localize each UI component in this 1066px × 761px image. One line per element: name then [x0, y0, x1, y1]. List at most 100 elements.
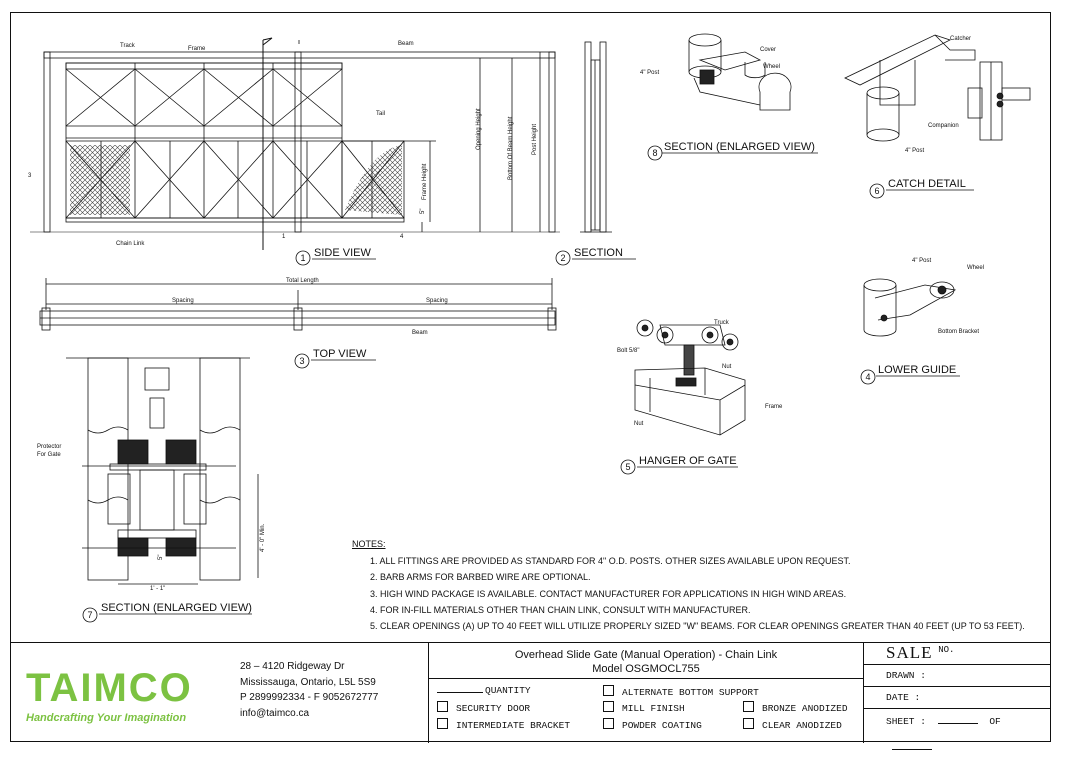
- top-view-drawing: [39, 278, 557, 331]
- company-address: 28 – 4120 Ridgeway Dr Mississauga, Ontar…: [240, 659, 378, 721]
- protector-label: Protector: [37, 444, 61, 450]
- address-line-2: Mississauga, Ontario, L5L 5S9: [240, 676, 376, 688]
- cover-label: Cover: [760, 47, 776, 53]
- wheel-label-4: Wheel: [967, 265, 984, 271]
- spacing-left-label: Spacing: [172, 298, 194, 304]
- frame-height-label: Frame Height: [422, 163, 428, 200]
- note-item: 3. HIGH WIND PACKAGE IS AVAILABLE. CONTA…: [370, 588, 847, 599]
- post-label-6: 4" Post: [905, 148, 924, 154]
- companion-label: Companion: [928, 123, 959, 129]
- alternate-bottom-support-checkbox[interactable]: ALTERNATE BOTTOM SUPPORT: [603, 685, 759, 698]
- powder-coating-checkbox[interactable]: POWDER COATING: [603, 718, 702, 731]
- svg-text:Handcrafting Your Imagination: Handcrafting Your Imagination: [26, 712, 186, 724]
- chain-link-label: Chain Link: [116, 241, 145, 247]
- drawing-canvas: Track Frame Beam Tail Opening Height Bot…: [28, 33, 1031, 623]
- section-8-title: SECTION (ENLARGED VIEW): [664, 141, 815, 153]
- svg-text:2: 2: [560, 253, 565, 263]
- nut-label-bottom: Nut: [634, 421, 644, 427]
- drawn-field[interactable]: DRAWN :: [864, 665, 1051, 687]
- svg-text:1: 1: [300, 253, 305, 263]
- notes-heading: NOTES:: [352, 539, 386, 549]
- ref-4-label: 4: [400, 234, 404, 240]
- address-line-1: 28 – 4120 Ridgeway Dr: [240, 661, 345, 672]
- top-view-title: TOP VIEW: [313, 348, 367, 360]
- drawing-model: Model OSGMOCL755: [592, 663, 700, 675]
- top-beam-label: Beam: [412, 330, 428, 336]
- lower-guide-title: LOWER GUIDE: [878, 364, 956, 376]
- width-dim-label: 1' - 1": [150, 586, 165, 592]
- catch-detail-title: CATCH DETAIL: [888, 178, 966, 190]
- sale-number-row: SALE NO.: [864, 643, 1051, 665]
- side-view-title: SIDE VIEW: [314, 247, 371, 259]
- svg-text:3: 3: [299, 356, 304, 366]
- hanger-drawing: [634, 319, 746, 436]
- hanger-title: HANGER OF GATE: [639, 455, 737, 467]
- company-logo: TAIMCO Handcrafting Your Imagination: [26, 663, 231, 725]
- hanger-number: 5: [620, 459, 636, 475]
- mill-finish-checkbox[interactable]: MILL FINISH: [603, 701, 685, 714]
- svg-text:8: 8: [652, 148, 657, 158]
- drawing-title: Overhead Slide Gate (Manual Operation) -…: [514, 649, 778, 661]
- bronze-anodized-checkbox[interactable]: BRONZE ANODIZED: [743, 701, 848, 714]
- opening-height-label: Opening Height: [476, 108, 482, 150]
- protector-label-2: For Gate: [37, 452, 61, 458]
- five-inch-dim-label: 5": [420, 209, 426, 214]
- beam-label: Beam: [398, 41, 414, 47]
- section-7-title: SECTION (ENLARGED VIEW): [101, 602, 252, 614]
- title-block-right: SALE NO. DRAWN : DATE : SHEET : OF: [864, 643, 1051, 750]
- section-8-drawing: [688, 33, 792, 111]
- frame-label: Frame: [188, 46, 206, 52]
- catch-detail-drawing: [844, 34, 1031, 142]
- note-item: 5. CLEAR OPENINGS (A) UP TO 40 FEET WILL…: [370, 621, 1025, 632]
- lower-guide-drawing: [863, 278, 957, 337]
- bottom-of-beam-height-label: Bottom Of Beam Height: [508, 116, 514, 180]
- truck-label: Truck: [714, 320, 730, 326]
- section-view-drawing: [580, 41, 612, 233]
- svg-text:7: 7: [87, 610, 92, 620]
- security-door-checkbox[interactable]: SECURITY DOOR: [437, 701, 530, 714]
- spacing-right-label: Spacing: [426, 298, 448, 304]
- note-item: 1. ALL FITTINGS ARE PROVIDED AS STANDARD…: [370, 556, 851, 567]
- drawing-title-box: Overhead Slide Gate (Manual Operation) -…: [429, 643, 863, 679]
- min-dim-label: 4' - 0" Min.: [260, 523, 266, 552]
- email-link[interactable]: info@taimco.ca: [240, 707, 310, 719]
- nut-label-top: Nut: [722, 364, 732, 370]
- section-8-number: 8: [647, 145, 663, 161]
- title-block-center: Overhead Slide Gate (Manual Operation) -…: [428, 643, 864, 743]
- post-label-4: 4" Post: [912, 258, 931, 264]
- svg-text:6: 6: [874, 186, 879, 196]
- section-title: SECTION: [574, 247, 623, 259]
- tail-label: Tail: [376, 111, 385, 117]
- svg-text:4: 4: [865, 372, 870, 382]
- frame-label-5: Frame: [765, 404, 783, 410]
- catch-detail-number: 6: [869, 183, 885, 199]
- note-item: 2. BARB ARMS FOR BARBED WIRE ARE OPTIONA…: [370, 572, 591, 583]
- quantity-field[interactable]: QUANTITY: [437, 685, 531, 696]
- bolt-label: Bolt 5/8": [617, 348, 639, 354]
- sheet-field[interactable]: SHEET : OF: [864, 709, 1051, 750]
- section-number: 2: [555, 250, 571, 266]
- svg-text:TAIMCO: TAIMCO: [26, 666, 193, 710]
- catcher-label: Catcher: [950, 36, 971, 42]
- notes-section: NOTES: 1. ALL FITTINGS ARE PROVIDED AS S…: [352, 536, 1025, 634]
- bottom-bracket-label: Bottom Bracket: [938, 329, 979, 335]
- title-block: TAIMCO Handcrafting Your Imagination 28 …: [10, 642, 1051, 750]
- drawing-sheet-border: [10, 12, 1051, 742]
- date-field[interactable]: DATE :: [864, 687, 1051, 709]
- section-7-drawing: [66, 357, 259, 585]
- intermediate-bracket-checkbox[interactable]: INTERMEDIATE BRACKET: [437, 718, 570, 731]
- section-7-number: 7: [82, 607, 98, 623]
- track-label: Track: [120, 43, 136, 49]
- wheel-label-8: Wheel: [763, 64, 780, 70]
- phone-line: P 2899992334 - F 9052672777: [240, 692, 379, 703]
- top-view-number: 3: [294, 353, 310, 369]
- clear-anodized-checkbox[interactable]: CLEAR ANODIZED: [743, 718, 842, 731]
- five-inch-label-7: 5": [158, 555, 164, 560]
- lower-guide-number: 4: [860, 369, 876, 385]
- side-view-number: 1: [295, 250, 311, 266]
- note-item: 4. FOR IN-FILL MATERIALS OTHER THAN CHAI…: [370, 604, 751, 615]
- ref-3-label: 3: [28, 173, 32, 179]
- total-length-label: Total Length: [286, 278, 319, 284]
- svg-text:5: 5: [625, 462, 630, 472]
- post-label-8: 4" Post: [640, 70, 659, 76]
